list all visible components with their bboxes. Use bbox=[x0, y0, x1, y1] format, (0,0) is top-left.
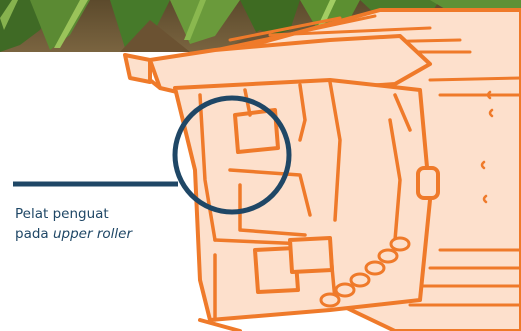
callout-term: upper roller bbox=[53, 226, 132, 242]
callout-line-1: Pelat penguat bbox=[15, 204, 132, 224]
callout-line-2: pada upper roller bbox=[15, 224, 132, 244]
callout-label: Pelat penguat pada upper roller bbox=[15, 204, 132, 244]
callout-line-2-prefix: pada bbox=[15, 226, 53, 242]
